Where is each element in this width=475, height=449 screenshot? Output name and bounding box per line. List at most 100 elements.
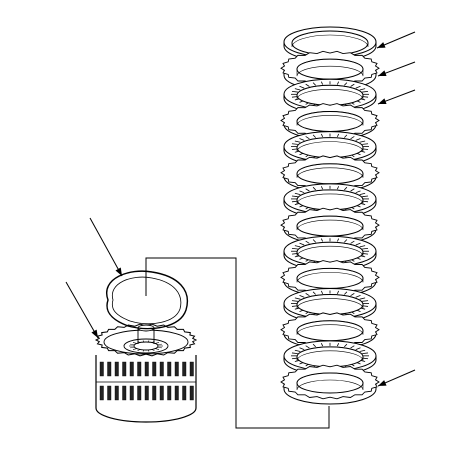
spline-tooth	[344, 82, 348, 86]
spline-tooth	[336, 290, 340, 294]
spline-tooth	[312, 186, 316, 191]
spline-tooth	[336, 238, 340, 242]
arrowhead	[377, 42, 386, 48]
plate-inner-wall	[296, 294, 364, 309]
spline-tooth	[344, 291, 348, 295]
hub-spline	[137, 349, 141, 352]
spline-tooth	[355, 242, 361, 246]
spline-tooth	[362, 91, 369, 93]
callout-snap-ring	[376, 31, 416, 49]
plate-end-plate-14	[280, 364, 380, 405]
drum-slot	[144, 361, 149, 377]
callout-pressure-plate	[377, 61, 416, 77]
spline-tooth	[320, 290, 324, 294]
drum-slot	[129, 361, 134, 377]
plate-inner-wall	[291, 30, 369, 48]
hub-spline	[155, 342, 160, 344]
spline-tooth	[350, 188, 355, 192]
spline-tooth	[350, 83, 355, 87]
spline-tooth	[305, 136, 310, 140]
spline-tooth	[305, 188, 310, 192]
hub-spline	[151, 349, 155, 352]
spline-tooth	[299, 347, 305, 350]
spline-tooth	[355, 295, 361, 298]
spline-tooth	[344, 186, 348, 191]
spline-tooth	[350, 345, 355, 349]
spline-tooth	[291, 300, 298, 302]
drum-slot	[182, 385, 187, 401]
spline-tooth	[294, 192, 301, 195]
arrowhead	[378, 380, 387, 386]
spline-tooth	[350, 293, 355, 297]
hub-spline	[132, 348, 137, 350]
spline-tooth	[320, 186, 324, 190]
spline-tooth	[294, 140, 301, 143]
drum-slot	[137, 385, 142, 401]
spline-tooth	[305, 83, 310, 87]
plate-inner-wall	[296, 137, 364, 152]
spline-tooth	[362, 247, 369, 250]
callout-drum-snap-ring	[89, 217, 123, 277]
plate-inner-wall	[296, 163, 364, 178]
spline-tooth	[362, 195, 369, 198]
assembly-bracket-line	[145, 257, 330, 429]
spline-tooth	[362, 352, 369, 355]
callout-layer	[65, 31, 416, 387]
spline-tooth	[320, 238, 324, 242]
hub-spline	[157, 343, 163, 345]
spline-tooth	[294, 349, 301, 352]
drum-slot	[174, 385, 179, 401]
spline-tooth	[344, 239, 348, 243]
drum-slot	[122, 385, 127, 401]
drum-slot	[122, 361, 127, 377]
drum-slot	[167, 385, 172, 401]
hub-spline	[142, 349, 145, 352]
drum-slot	[107, 385, 112, 401]
hub-spline	[142, 340, 145, 343]
spline-tooth	[299, 85, 305, 89]
hub-spline	[129, 347, 135, 349]
spline-tooth	[359, 245, 366, 248]
drum-slot	[159, 361, 164, 377]
hub-spline	[157, 347, 163, 349]
spline-tooth	[291, 352, 298, 355]
spline-tooth	[291, 91, 298, 93]
drum-slot	[99, 361, 104, 377]
connector-layer	[145, 257, 330, 429]
hub-tower	[137, 328, 155, 344]
spline-tooth	[305, 293, 310, 297]
spline-tooth	[359, 349, 366, 352]
drum-slot	[152, 385, 157, 401]
spline-tooth	[294, 88, 301, 91]
spline-tooth	[350, 240, 355, 244]
spline-tooth	[336, 81, 340, 85]
leader-line	[65, 281, 99, 339]
drum-slot	[159, 385, 164, 401]
spline-tooth	[299, 242, 305, 246]
spline-tooth	[312, 134, 316, 138]
spline-tooth	[359, 192, 366, 195]
spline-tooth	[312, 82, 316, 86]
spline-tooth	[299, 190, 305, 194]
callout-end-plate	[377, 369, 416, 387]
spline-tooth	[344, 134, 348, 138]
spline-tooth	[294, 245, 301, 248]
spline-tooth	[336, 186, 340, 190]
spline-tooth	[362, 143, 369, 145]
spline-tooth	[312, 239, 316, 243]
plate-steel-plate-8	[280, 207, 380, 245]
drum-slot	[137, 361, 142, 377]
drum-slot	[174, 361, 179, 377]
spline-tooth	[362, 300, 369, 302]
spline-tooth	[320, 81, 324, 85]
spline-tooth	[299, 138, 305, 141]
drum-snap-ring	[105, 270, 188, 330]
drum-slot	[167, 361, 172, 377]
spline-tooth	[291, 247, 298, 250]
spline-tooth	[312, 291, 316, 295]
drum-slot	[114, 385, 119, 401]
plate-steel-plate-10	[280, 260, 380, 297]
spline-tooth	[355, 190, 361, 194]
